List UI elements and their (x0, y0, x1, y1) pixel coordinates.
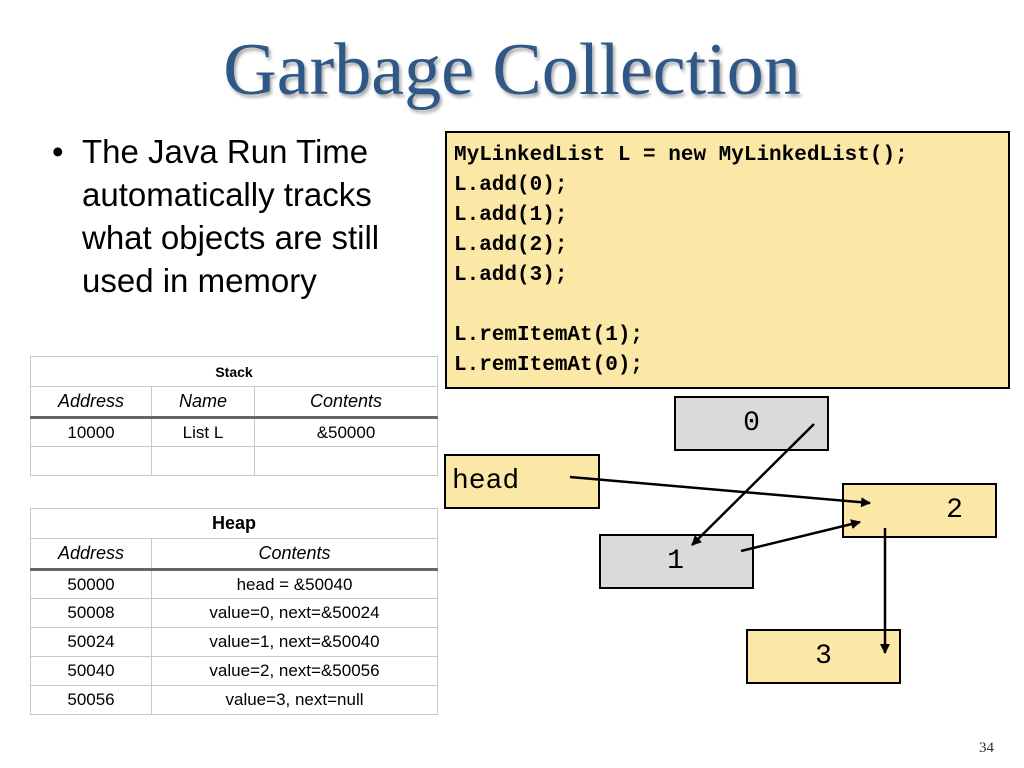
table-cell: 50040 (30, 656, 152, 686)
table-cell: List L (151, 417, 255, 447)
stack-header-name: Name (151, 386, 255, 419)
table-row: 50040 value=2, next=&50056 (30, 656, 438, 686)
code-line: L.add(3); (454, 264, 568, 287)
code-line: L.add(0); (454, 174, 568, 197)
code-line: MyLinkedList L = new MyLinkedList(); (454, 144, 908, 167)
bullet-marker: • (52, 133, 64, 170)
code-line: L.remItemAt(0); (454, 354, 644, 377)
table-cell: 50056 (30, 685, 152, 715)
stack-header-contents: Contents (254, 386, 438, 419)
arrow-head-to-2 (569, 475, 871, 508)
table-cell: value=2, next=&50056 (151, 656, 438, 686)
table-cell: 10000 (30, 417, 152, 447)
table-cell (30, 446, 152, 476)
table-row: 50008 value=0, next=&50024 (30, 598, 438, 628)
table-row: 50056 value=3, next=null (30, 685, 438, 715)
heap-header-contents: Contents (151, 538, 438, 571)
table-cell: value=0, next=&50024 (151, 598, 438, 628)
table-cell: value=1, next=&50040 (151, 627, 438, 657)
heap-table: Heap Address Contents 50000 head = &5004… (30, 508, 438, 715)
table-cell (151, 446, 255, 476)
table-row: 50024 value=1, next=&50040 (30, 627, 438, 657)
table-cell (254, 446, 438, 476)
heap-header-address: Address (30, 538, 152, 571)
table-row: 50000 head = &50040 (30, 569, 438, 599)
code-line: L.remItemAt(1); (454, 324, 644, 347)
table-cell: value=3, next=null (151, 685, 438, 715)
code-line: L.add(1); (454, 204, 568, 227)
table-cell: 50008 (30, 598, 152, 628)
node-0: 0 (674, 396, 829, 451)
node-1: 1 (599, 534, 754, 589)
heap-title: Heap (30, 508, 438, 539)
stack-header-address: Address (30, 386, 152, 419)
code-snippet: MyLinkedList L = new MyLinkedList(); L.a… (445, 131, 1010, 389)
code-line (454, 291, 1008, 321)
table-row: 10000 List L &50000 (30, 417, 438, 447)
table-cell: 50024 (30, 627, 152, 657)
bullet-text: The Java Run Time automatically tracks w… (82, 133, 380, 299)
head-pointer: head (444, 454, 600, 509)
table-cell: &50000 (254, 417, 438, 447)
table-cell: 50000 (30, 569, 152, 599)
node-2: 2 (842, 483, 997, 538)
stack-table: Stack Address Name Contents 10000 List L… (30, 356, 438, 476)
slide-title: Garbage Collection (223, 29, 801, 111)
stack-title: Stack (30, 356, 438, 387)
table-cell: head = &50040 (151, 569, 438, 599)
code-line: L.add(2); (454, 234, 568, 257)
node-3: 3 (746, 629, 901, 684)
page-number: 34 (979, 740, 994, 756)
table-row (30, 446, 438, 476)
